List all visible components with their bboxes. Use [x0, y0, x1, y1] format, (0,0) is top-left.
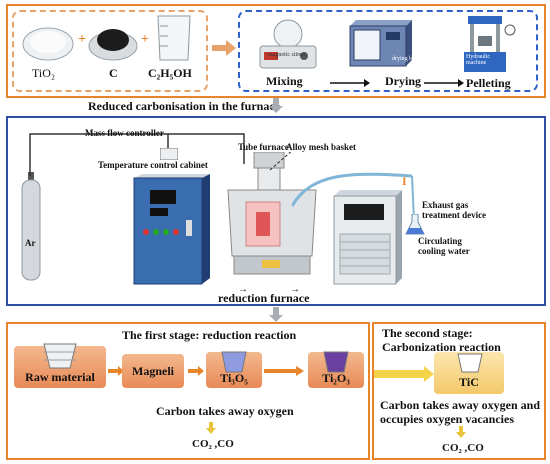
- arrow-mixing-drying: [330, 79, 370, 87]
- top-panel: [6, 4, 546, 98]
- exhaust-label: Exhaust gas treatment device: [422, 200, 487, 220]
- beaker-icon: [157, 15, 191, 61]
- stage-ti2o3-label: Ti₂O₃: [322, 370, 350, 385]
- exhaust-flask-icon: [405, 214, 425, 235]
- chevron-down-icon-2: [269, 307, 283, 322]
- chevron-down-icon-4: [456, 426, 466, 438]
- arrow-yellow-icon: [374, 366, 434, 382]
- tube-furnace-label: Tube furnace: [238, 142, 289, 152]
- material-c-label: C: [109, 66, 118, 80]
- furnace-panel: [6, 116, 546, 306]
- furnace-caption-bottom: reduction furnace: [218, 291, 310, 305]
- process-group: [238, 10, 538, 92]
- arrow-right-icon: [212, 40, 236, 56]
- chevron-down-icon-3: [206, 422, 216, 434]
- hydraulic-machine-icon: [464, 16, 516, 72]
- arrow-stage-2: [188, 366, 204, 376]
- plus-sign-1: +: [78, 32, 86, 47]
- magnetic-stirrer-icon: [259, 19, 317, 69]
- alloy-basket-label: Alloy mesh basket: [286, 142, 357, 152]
- stage-box-tic: TiC: [434, 352, 504, 394]
- arrow-left-icon: →: [238, 284, 248, 295]
- chevron-down-icon: [269, 98, 283, 113]
- stage1-panel: [6, 322, 370, 460]
- stage-box-ti3o5: Ti₃O₅: [206, 351, 262, 388]
- stage-raw-material-label: Raw material: [25, 369, 95, 384]
- carbon-powder-icon: [88, 29, 138, 61]
- stage-tic-label: TiC: [459, 375, 479, 389]
- temp-cabinet-label: Temperature control cabinet: [98, 160, 208, 170]
- stage1-note: Carbon takes away oxygen: [156, 404, 294, 418]
- plus-sign-2: +: [141, 32, 149, 47]
- cooling-label: Circulating cooling water: [418, 236, 470, 256]
- equipment-label-drying: drying box: [392, 56, 419, 62]
- ar-label: Ar: [25, 238, 36, 248]
- basket-blue-icon: [221, 351, 247, 373]
- step-mixing-label: Mixing: [266, 74, 303, 88]
- tube-furnace-icon: [227, 152, 317, 275]
- stage2-panel: [372, 322, 546, 460]
- stage2-gas: CO₂ ,CO: [442, 442, 484, 454]
- mass-flow-label: Mass flow controller: [85, 128, 164, 138]
- orange-marker: I: [402, 174, 407, 188]
- basket-purple-icon: [323, 351, 349, 373]
- stage1-gas: CO₂ ,CO: [192, 438, 234, 450]
- stage-magneli-label: Magneli: [132, 363, 174, 378]
- stage2-title: The second stage: Carbonization reaction: [382, 326, 501, 354]
- stage-box-raw-material: Raw material: [14, 343, 106, 388]
- stage1-title: The first stage: reduction reaction: [122, 328, 297, 342]
- step-pelleting-label: Pelleting: [466, 76, 511, 90]
- material-tio2-label: TiO₂: [32, 66, 56, 80]
- drying-box-icon: [349, 20, 412, 67]
- arrow-stage-1: [108, 366, 124, 376]
- step-drying-label: Drying: [385, 74, 421, 88]
- stage-box-magneli: Magneli: [122, 354, 184, 388]
- stage-box-ti2o3: Ti₂O₃: [308, 351, 364, 388]
- chiller-icon: [333, 190, 402, 285]
- gas-line: [29, 133, 245, 176]
- materials-group: [12, 10, 208, 92]
- furnace-caption-top: Reduced carbonisation in the furnace: [88, 99, 280, 113]
- basket-white-icon: [457, 353, 483, 373]
- arrow-drying-pelleting: [424, 79, 464, 87]
- control-cabinet-icon: [133, 174, 210, 285]
- stage-ti3o5-label: Ti₃O₅: [220, 370, 248, 385]
- basket-icon: [43, 343, 77, 369]
- arrow-stage-3: [264, 366, 304, 376]
- material-ethanol-label: C₂H₅OH: [148, 66, 192, 80]
- arrow-right-icon-2: →: [290, 284, 300, 295]
- exhaust-line: [292, 172, 415, 221]
- equipment-label-hydraulic: Hydraulic machine: [466, 54, 490, 66]
- tio2-powder-icon: [22, 27, 74, 61]
- stage2-note: Carbon takes away oxygen and occupies ox…: [380, 398, 541, 426]
- argon-cylinder-icon: [21, 172, 41, 281]
- mass-flow-controller-icon: [160, 148, 178, 160]
- equipment-label-stirrer: magnetic stirrer: [268, 52, 306, 58]
